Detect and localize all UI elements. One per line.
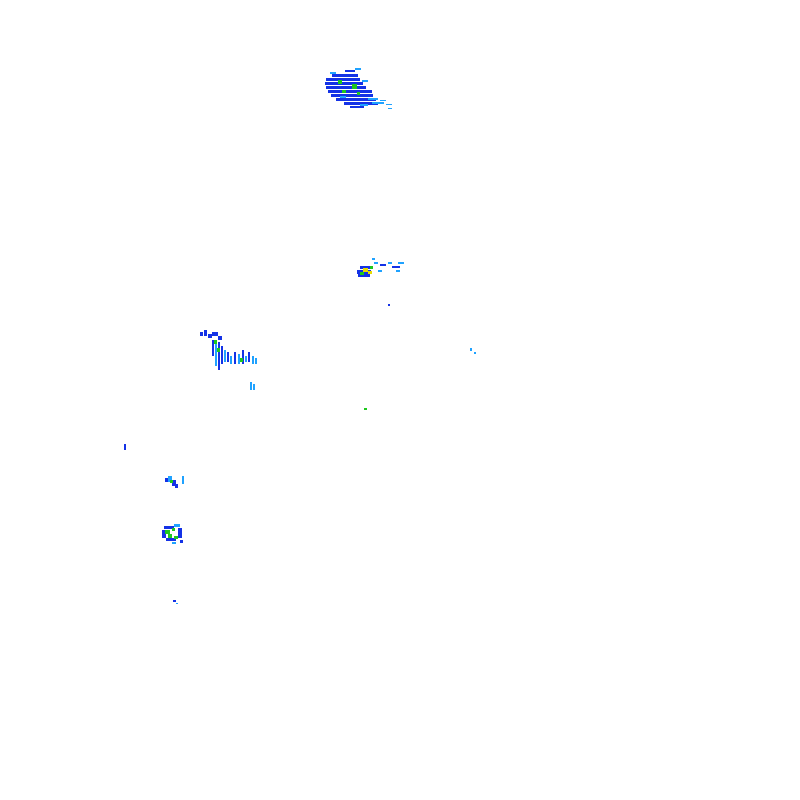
radar-pixel-light bbox=[340, 96, 346, 98]
radar-pixel-moderate bbox=[248, 352, 250, 362]
radar-pixel-moderate bbox=[380, 264, 386, 266]
radar-pixel-light bbox=[176, 603, 178, 604]
radar-pixel-heavy bbox=[352, 84, 357, 89]
radar-pixel-light bbox=[250, 382, 252, 390]
radar-pixel-light bbox=[372, 102, 384, 104]
radar-pixel-light bbox=[253, 384, 255, 390]
radar-pixel-light bbox=[470, 348, 472, 351]
radar-pixel-moderate bbox=[166, 538, 176, 541]
radar-pixel-heavy bbox=[240, 358, 243, 362]
radar-pixel-moderate bbox=[336, 98, 376, 101]
radar-pixel-moderate bbox=[172, 480, 176, 486]
radar-pixel-light bbox=[372, 258, 375, 260]
echo-cell-north bbox=[325, 68, 392, 109]
radar-pixel-moderate bbox=[227, 352, 229, 362]
radar-pixel-heavy bbox=[172, 528, 175, 531]
radar-pixel-moderate bbox=[358, 274, 370, 277]
radar-pixel-heavy bbox=[364, 408, 367, 410]
radar-pixel-moderate bbox=[212, 332, 218, 336]
echo-cell-central bbox=[357, 258, 476, 410]
radar-pixel-moderate bbox=[328, 90, 372, 93]
radar-pixel-light bbox=[230, 356, 232, 364]
radar-pixel-light bbox=[388, 108, 392, 109]
radar-pixel-light bbox=[378, 270, 382, 272]
radar-pixel-light bbox=[388, 262, 392, 264]
radar-pixel-heavy bbox=[357, 92, 360, 95]
radar-pixel-moderate bbox=[345, 70, 355, 72]
radar-pixel-light bbox=[368, 98, 378, 100]
radar-pixel-light bbox=[224, 350, 226, 362]
radar-pixel-heavy bbox=[168, 534, 172, 538]
echo-cell-southwest-upper bbox=[165, 476, 184, 488]
radar-pixel-moderate bbox=[173, 600, 176, 602]
radar-pixel-light bbox=[245, 356, 247, 362]
radar-pixel-moderate bbox=[242, 350, 244, 364]
radar-pixel-moderate bbox=[165, 478, 168, 482]
radar-pixel-moderate bbox=[326, 78, 360, 81]
echo-cell-west bbox=[124, 330, 257, 450]
radar-pixel-heavy bbox=[342, 90, 346, 93]
radar-pixel-heavy bbox=[370, 266, 373, 269]
radar-pixel-moderate bbox=[326, 86, 366, 89]
radar-pixel-moderate bbox=[392, 266, 400, 268]
radar-pixel-intense bbox=[368, 271, 372, 274]
radar-pixel-moderate bbox=[221, 346, 223, 364]
radar-pixel-moderate bbox=[180, 540, 183, 543]
radar-pixel-light bbox=[474, 352, 476, 354]
echo-cell-southwest-lower bbox=[162, 524, 183, 544]
radar-pixel-moderate bbox=[325, 82, 363, 85]
radar-pixel-light bbox=[355, 68, 361, 70]
radar-pixel-heavy bbox=[360, 272, 364, 275]
radar-pixel-light bbox=[330, 72, 336, 74]
radar-pixel-moderate bbox=[344, 102, 378, 105]
radar-pixel-moderate bbox=[331, 94, 373, 97]
radar-pixel-moderate bbox=[212, 340, 214, 356]
radar-pixel-moderate bbox=[162, 530, 166, 538]
radar-pixel-light bbox=[255, 358, 257, 364]
radar-pixel-light bbox=[374, 262, 378, 264]
radar-pixel-moderate bbox=[218, 336, 222, 340]
radar-pixel-light bbox=[386, 104, 392, 105]
radar-pixel-light bbox=[174, 524, 180, 527]
echo-speck-misc bbox=[173, 600, 178, 604]
radar-pixel-moderate bbox=[204, 330, 207, 336]
radar-pixel-moderate bbox=[124, 444, 126, 450]
radar-pixel-intense bbox=[363, 268, 368, 272]
radar-pixel-light bbox=[182, 476, 184, 484]
radar-pixel-moderate bbox=[164, 526, 174, 529]
radar-pixel-moderate bbox=[350, 106, 364, 108]
radar-pixel-moderate bbox=[178, 528, 182, 538]
radar-pixel-heavy bbox=[170, 480, 173, 483]
radar-pixel-heavy bbox=[174, 536, 178, 539]
radar-pixel-moderate bbox=[388, 304, 390, 306]
radar-pixel-light bbox=[252, 356, 254, 364]
radar-pixel-light bbox=[380, 100, 386, 101]
radar-pixel-light bbox=[168, 476, 172, 482]
radar-pixel-light bbox=[362, 80, 368, 82]
radar-pixel-light bbox=[360, 104, 368, 106]
radar-pixel-light bbox=[215, 344, 217, 366]
radar-pixel-heavy bbox=[214, 340, 217, 344]
radar-pixel-heavy bbox=[217, 348, 220, 352]
radar-pixel-light bbox=[398, 262, 404, 264]
radar-pixel-moderate bbox=[218, 342, 220, 370]
radar-pixel-light bbox=[396, 270, 400, 272]
radar-pixel-light bbox=[172, 542, 176, 544]
radar-pixel-moderate bbox=[332, 74, 358, 77]
radar-pixel-moderate bbox=[208, 334, 212, 338]
radar-pixel-light bbox=[238, 354, 240, 364]
radar-pixel-heavy bbox=[165, 530, 170, 534]
radar-pixel-moderate bbox=[175, 484, 178, 488]
radar-pixel-heavy bbox=[338, 80, 342, 84]
radar-pixel-moderate bbox=[200, 332, 203, 336]
radar-pixel-moderate bbox=[234, 352, 236, 364]
radar-pixel-moderate bbox=[360, 266, 372, 269]
